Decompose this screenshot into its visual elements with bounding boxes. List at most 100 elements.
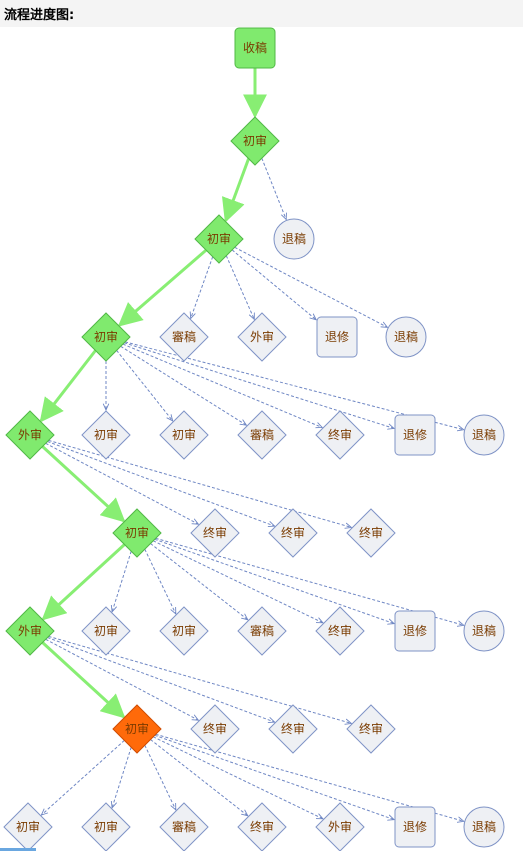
edge-branch-n28-n32: [41, 740, 125, 815]
node-label: 初审: [94, 623, 118, 638]
node-label: 初审: [207, 231, 231, 246]
node-label: 外审: [18, 427, 42, 442]
edge-main-n17-n21: [41, 543, 126, 621]
node-shape-circle: [463, 806, 505, 848]
node-shape-diamond: [190, 508, 240, 558]
node-label: 退修: [403, 427, 427, 442]
node-label: 初审: [16, 819, 40, 834]
flow-node-n38: 退稿: [463, 806, 505, 848]
edge-branch-n3-n7: [225, 255, 254, 320]
node-label: 终审: [281, 525, 305, 540]
flow-node-n34: 審稿: [159, 802, 209, 851]
node-shape-diamond: [230, 116, 280, 166]
node-label: 外审: [250, 329, 274, 344]
node-shape-diamond: [268, 508, 318, 558]
flow-node-n10: 外审: [5, 410, 55, 460]
node-shape-diamond: [81, 410, 131, 460]
flow-node-n12: 初审: [159, 410, 209, 460]
node-shape-diamond: [194, 214, 244, 264]
edge-main-n3-n5: [117, 248, 208, 327]
node-shape-diamond: [159, 606, 209, 656]
node-label: 初审: [125, 525, 149, 540]
node-shape-rect: [394, 414, 436, 456]
flow-node-n13: 審稿: [237, 410, 287, 460]
node-label: 终审: [328, 623, 352, 638]
node-label: 终审: [359, 525, 383, 540]
edge-main-n10-n17: [41, 445, 126, 523]
edge-branch-n17-n22: [112, 551, 132, 612]
node-label: 審稿: [172, 819, 196, 834]
node-shape-diamond: [315, 410, 365, 460]
node-label: 初审: [172, 427, 196, 442]
node-label: 退稿: [472, 819, 496, 834]
flow-node-n37: 退修: [394, 806, 436, 848]
flow-node-n30: 终审: [268, 704, 318, 754]
node-label: 初审: [94, 427, 118, 442]
flow-node-n7: 外审: [237, 312, 287, 362]
node-label: 终审: [203, 525, 227, 540]
node-shape-diamond: [237, 802, 287, 851]
edge-branch-n3-n6: [191, 256, 214, 319]
flow-node-n11: 初审: [81, 410, 131, 460]
flow-node-n27: 退稿: [463, 610, 505, 652]
edge-branch-n10-n19: [47, 441, 275, 527]
node-shape-diamond: [237, 606, 287, 656]
node-label: 退修: [403, 623, 427, 638]
node-label: 收稿: [243, 40, 267, 55]
flow-node-n20: 终审: [346, 508, 396, 558]
node-label: 终审: [203, 721, 227, 736]
node-shape-diamond: [112, 508, 162, 558]
flow-node-n36: 外审: [315, 802, 365, 851]
edge-branch-n3-n8: [231, 249, 316, 320]
edge-branch-n28-n37: [154, 734, 394, 819]
node-shape-diamond: [81, 802, 131, 851]
node-label: 退稿: [282, 231, 306, 246]
scroll-indicator: [0, 848, 36, 851]
flow-node-n9: 退稿: [385, 316, 427, 358]
node-label: 審稿: [250, 623, 274, 638]
node-label: 初审: [94, 819, 118, 834]
flow-node-n15: 退修: [394, 414, 436, 456]
edge-branch-n5-n14: [122, 343, 322, 427]
flow-node-n3: 初审: [194, 214, 244, 264]
edge-branch-n10-n20: [48, 439, 352, 527]
node-shape-diamond: [5, 410, 55, 460]
edge-branch-n17-n24: [150, 543, 248, 620]
node-shape-diamond: [112, 704, 162, 754]
page-title: 流程进度图:: [4, 8, 75, 23]
edge-branch-n17-n23: [144, 548, 176, 614]
node-shape-diamond: [237, 312, 287, 362]
flow-node-n29: 终审: [190, 704, 240, 754]
node-label: 初审: [172, 623, 196, 638]
node-shape-diamond: [159, 410, 209, 460]
flow-node-n4: 退稿: [273, 218, 315, 260]
node-shape-diamond: [346, 704, 396, 754]
node-shape-circle: [273, 218, 315, 260]
flow-node-n23: 初审: [159, 606, 209, 656]
flow-node-n18: 终审: [190, 508, 240, 558]
flow-node-n26: 退修: [394, 610, 436, 652]
flow-node-n8: 退修: [316, 316, 358, 358]
node-shape-diamond: [190, 704, 240, 754]
node-shape-diamond: [81, 312, 131, 362]
flow-node-n35: 终审: [237, 802, 287, 851]
node-label: 外审: [328, 819, 352, 834]
node-shape-diamond: [81, 606, 131, 656]
edge-branch-n28-n34: [144, 744, 176, 810]
node-shape-circle: [385, 316, 427, 358]
edge-branch-n21-n29: [45, 638, 199, 720]
flow-node-n33: 初审: [81, 802, 131, 851]
node-label: 退稿: [394, 329, 418, 344]
edge-branch-n5-n15: [124, 342, 394, 429]
flow-node-n17: 初审: [112, 508, 162, 558]
flow-node-n14: 终审: [315, 410, 365, 460]
node-shape-rect: [394, 610, 436, 652]
flow-node-n1: 收稿: [234, 27, 276, 69]
node-label: 外审: [18, 623, 42, 638]
edge-branch-n10-n18: [45, 442, 199, 524]
edge-branch-n3-n9: [234, 246, 388, 327]
node-shape-rect: [234, 27, 276, 69]
node-shape-rect: [394, 806, 436, 848]
node-shape-rect: [316, 316, 358, 358]
edge-branch-n21-n31: [48, 635, 352, 723]
